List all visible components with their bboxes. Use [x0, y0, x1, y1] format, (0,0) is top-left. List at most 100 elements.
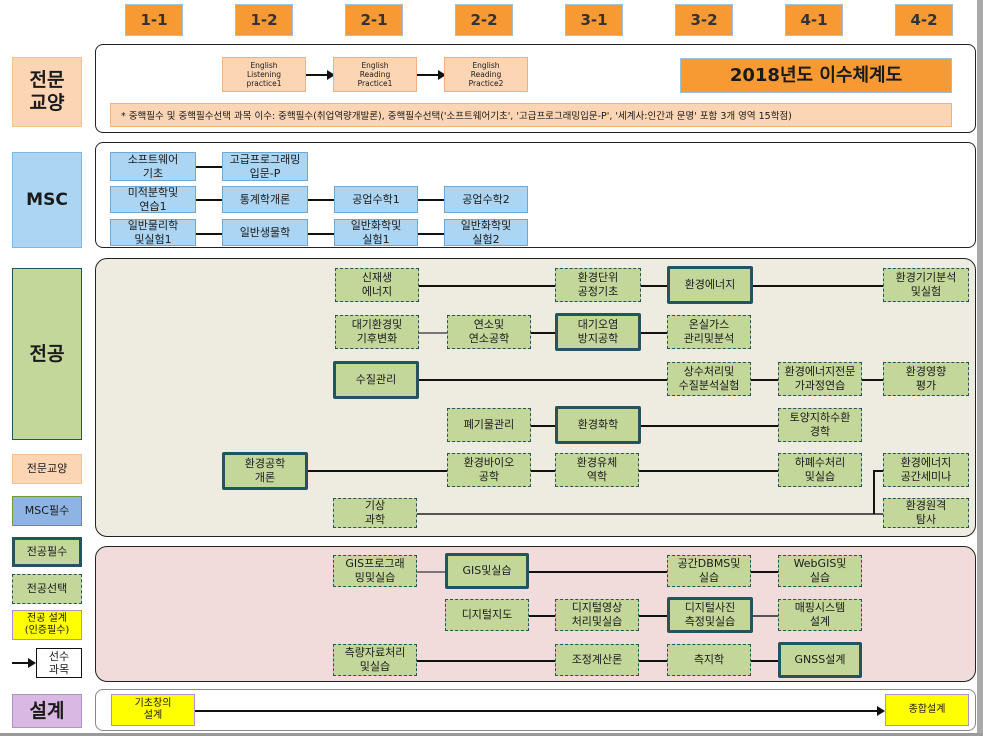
connector-line: [418, 199, 444, 201]
course-expert-practice[interactable]: 환경에너지전문 가과정연습: [778, 362, 862, 396]
connector-line: [641, 332, 667, 334]
course-water-quality[interactable]: 수질관리: [333, 361, 419, 399]
connector-line: [753, 615, 778, 617]
course-geodesy[interactable]: 측지학: [667, 644, 751, 676]
semester-header-4-2: 4-2: [895, 4, 953, 36]
course-env-bio-engineering[interactable]: 환경바이오 공학: [447, 453, 531, 487]
arrow-icon: [327, 69, 335, 80]
liberal-arts-note: * 중핵필수 및 중핵필수선택 과목 이수: 중핵필수(취업역량개발론), 중핵…: [110, 103, 952, 127]
course-renewable-energy[interactable]: 신재생 에너지: [335, 268, 419, 302]
course-adjustment-computation[interactable]: 조정계산론: [555, 644, 639, 676]
connector-line: [419, 332, 447, 334]
course-advanced-programming[interactable]: 고급프로그래밍 입문-P: [222, 152, 308, 181]
connector-line: [531, 425, 555, 427]
connector-line: [751, 660, 778, 662]
semester-header-3-1: 3-1: [565, 4, 623, 36]
course-meteorology[interactable]: 기상 과학: [333, 498, 417, 528]
legend-major-elective: 전공선택: [12, 574, 82, 604]
course-engineering-math-1[interactable]: 공업수학1: [334, 186, 418, 213]
arrow-icon: [877, 705, 885, 716]
course-environmental-energy[interactable]: 환경에너지: [667, 266, 753, 304]
course-webgis[interactable]: WebGIS및 실습: [778, 555, 862, 587]
connector-line: [753, 285, 883, 287]
connector-line: [529, 615, 555, 617]
course-waste-management[interactable]: 폐기물관리: [447, 408, 531, 442]
category-major: 전공: [12, 268, 82, 440]
bottom-edge: [0, 733, 983, 736]
course-biology[interactable]: 일반생물학: [222, 219, 308, 246]
course-environmental-impact[interactable]: 환경영향 평가: [883, 362, 969, 396]
category-liberal-arts: 전문 교양: [12, 57, 82, 127]
course-english-listening-1[interactable]: English Listening practice1: [222, 57, 306, 92]
connector-line: [308, 233, 334, 235]
legend-major-design: 전공 설계 (인증필수): [12, 610, 82, 640]
course-software-basics[interactable]: 소프트웨어 기초: [110, 152, 196, 181]
course-soil-groundwater[interactable]: 토양지하수환 경학: [778, 408, 862, 442]
prereq-line: [306, 74, 330, 76]
legend-arrow-line: [12, 662, 30, 664]
course-physics[interactable]: 일반물리학 및실험1: [110, 219, 196, 246]
prereq-line: [417, 74, 441, 76]
prereq-line: [195, 710, 880, 712]
connector-line: [196, 199, 222, 201]
course-env-fluid-mechanics[interactable]: 환경유체 역학: [555, 453, 639, 487]
connector-line-vertical: [873, 470, 875, 514]
course-combustion[interactable]: 연소및 연소공학: [447, 315, 531, 349]
connector-line: [196, 166, 222, 168]
semester-header-1-1: 1-1: [125, 4, 183, 36]
course-greenhouse-gas[interactable]: 온실가스 관리및분석: [667, 315, 751, 349]
connector-line: [418, 233, 444, 235]
course-spatial-dbms[interactable]: 공간DBMS및 실습: [667, 555, 751, 587]
course-english-reading-2[interactable]: English Reading Practice2: [444, 57, 528, 92]
legend-arrow-icon: [28, 658, 36, 668]
connector-line: [417, 513, 883, 515]
course-unit-process[interactable]: 환경단위 공정기초: [555, 268, 641, 302]
connector-line: [417, 660, 555, 662]
course-wastewater-treatment[interactable]: 하폐수처리 및실습: [778, 453, 862, 487]
course-air-pollution[interactable]: 대기오염 방지공학: [555, 313, 641, 351]
connector-line: [751, 571, 778, 573]
vertical-scrollbar[interactable]: [977, 0, 983, 736]
course-intro-env-engineering[interactable]: 환경공학 개론: [222, 452, 308, 490]
connector-line: [196, 233, 222, 235]
connector-line: [531, 470, 555, 472]
course-gnss-design[interactable]: GNSS설계: [778, 642, 862, 678]
legend-major-required: 전공필수: [12, 537, 82, 567]
semester-header-1-2: 1-2: [235, 4, 293, 36]
course-environmental-chemistry[interactable]: 환경화학: [555, 406, 641, 444]
semester-header-2-2: 2-2: [455, 4, 513, 36]
course-calculus[interactable]: 미적분학및 연습1: [110, 186, 196, 213]
legend-prerequisite: 선수 과목: [36, 648, 82, 678]
connector-line: [862, 379, 883, 381]
course-energy-seminar[interactable]: 환경에너지 공간세미나: [883, 453, 969, 487]
course-digital-image-processing[interactable]: 디지털영상 처리및실습: [555, 599, 639, 631]
course-engineering-math-2[interactable]: 공업수학2: [444, 186, 528, 213]
course-water-treatment[interactable]: 상수처리및 수질분석실험: [667, 362, 751, 396]
course-chemistry-2[interactable]: 일반화학및 실험2: [444, 219, 528, 246]
connector-line: [639, 470, 778, 472]
course-mapping-system[interactable]: 매핑시스템 설계: [778, 599, 862, 631]
connector-line: [308, 470, 447, 472]
connector-line: [308, 199, 334, 201]
course-gis-practice[interactable]: GIS및실습: [445, 553, 529, 589]
category-msc: MSC: [12, 152, 82, 248]
course-remote-sensing[interactable]: 환경원격 탐사: [883, 498, 969, 528]
course-instrumental-analysis[interactable]: 환경기기분석 및실험: [883, 268, 969, 302]
course-survey-data-processing[interactable]: 측량자료처리 및실습: [333, 644, 417, 676]
course-chemistry-1[interactable]: 일반화학및 실험1: [334, 219, 418, 246]
connector-line: [639, 660, 667, 662]
course-atmosphere-climate[interactable]: 대기환경및 기후변화: [335, 315, 419, 349]
connector-line: [531, 332, 555, 334]
course-english-reading-1[interactable]: English Reading Practice1: [333, 57, 417, 92]
connector-line: [641, 425, 778, 427]
connector-line: [529, 571, 667, 573]
course-creative-design[interactable]: 기초창의 설계: [111, 694, 195, 726]
arrow-icon: [438, 69, 446, 80]
course-digital-map[interactable]: 디지털지도: [445, 599, 529, 631]
semester-header-2-1: 2-1: [345, 4, 403, 36]
course-gis-programming[interactable]: GIS프로그래 밍및실습: [333, 555, 417, 587]
course-capstone-design[interactable]: 종합설계: [885, 694, 969, 726]
course-statistics[interactable]: 통계학개론: [222, 186, 308, 213]
semester-header-3-2: 3-2: [675, 4, 733, 36]
course-digital-photogrammetry[interactable]: 디지털사진 측정및실습: [667, 597, 753, 633]
